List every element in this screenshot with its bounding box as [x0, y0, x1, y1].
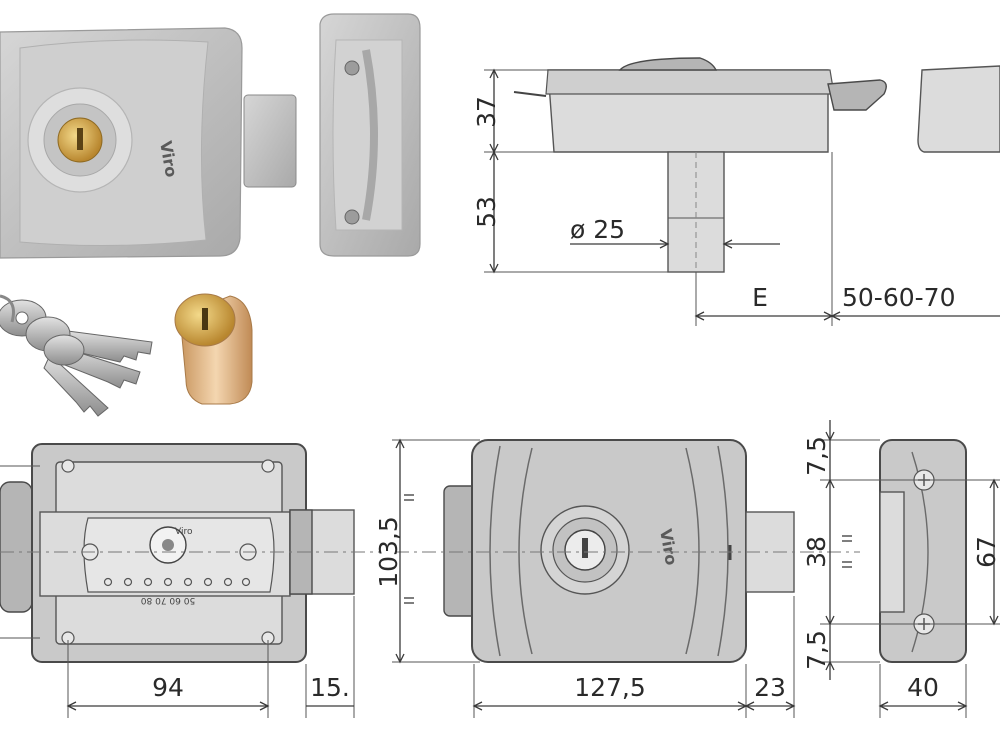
- front-view-left-handle: [0, 481, 33, 613]
- keeper-dim-ticks: [842, 535, 852, 568]
- front-view-screw-tl: [61, 459, 75, 473]
- dim-body-height: 103,5: [374, 516, 403, 588]
- side-dim-arrow-top: [489, 68, 499, 79]
- side-dim-diameter-arrow-right: [722, 239, 733, 249]
- front-view-cam-center: [162, 539, 174, 551]
- dim-offset-e: E: [752, 283, 768, 312]
- dim-front-bolt: 15.: [310, 673, 350, 702]
- dim-backset-options: 50-60-70: [842, 283, 955, 312]
- dim-body-width: 127,5: [574, 673, 646, 702]
- keeper-photo-screw-top: [344, 60, 360, 76]
- front-view-screw-tr: [261, 459, 275, 473]
- dim-keeper-center: 38: [802, 536, 831, 568]
- keeper-view: 7,5 38 7,5 67 40: [802, 420, 1000, 718]
- side-dim-arrow-mid: [489, 143, 499, 161]
- keeper-dim-width-arrows: [878, 701, 968, 711]
- dim-keeper-bottom-margin: 7,5: [802, 630, 831, 670]
- lock-photo: Viro: [0, 27, 297, 259]
- dim-keeper-width: 40: [907, 673, 939, 702]
- key-ring-hole: [15, 311, 29, 325]
- side-view-top-cap: [618, 57, 718, 71]
- rear-view-contour-3: [685, 447, 700, 655]
- key-blade-3: [43, 354, 109, 417]
- keys-photo: [0, 294, 153, 417]
- keeper-photo-screw-bottom: [344, 209, 360, 225]
- front-view-hole-row: [103, 577, 251, 587]
- keeper-photo-face: [332, 39, 403, 231]
- cylinder-photo: [174, 293, 253, 405]
- side-dim-diameter-arrow-left: [659, 239, 670, 249]
- key-ring: [0, 294, 15, 323]
- side-view-keeper: [917, 65, 1000, 153]
- dim-front-width: 94: [152, 673, 184, 702]
- dim-side-height-bottom: 53: [472, 196, 501, 228]
- rear-view-contour-4: [717, 445, 729, 657]
- lock-photo-bolt: [243, 94, 297, 188]
- side-dim-arrow-e-right: [823, 311, 841, 321]
- front-view-backset-scale: 50 60 70 80: [141, 595, 196, 605]
- dim-keeper-top-margin: 7,5: [802, 436, 831, 476]
- dim-side-height-top: 37: [472, 96, 501, 128]
- dim-bolt-projection: 23: [754, 673, 786, 702]
- key-head-3: [43, 334, 85, 366]
- side-view-pin: [513, 91, 547, 97]
- keeper-dim-height-arrows: [989, 478, 999, 626]
- keeper-photo: [319, 13, 421, 257]
- rear-view-contour-2: [518, 447, 533, 655]
- side-dim-arrow-bottom: [489, 263, 499, 274]
- side-dim-arrow-e-left: [694, 311, 705, 321]
- rear-dim-ticks: [404, 494, 414, 604]
- rear-dim-width-arrows: [472, 701, 796, 711]
- keeper-photo-channel: [362, 49, 378, 221]
- rear-view-contour-1: [489, 445, 501, 657]
- keeper-dim-vertical-arrows: [825, 431, 835, 671]
- dim-keeper-height: 67: [972, 536, 1000, 568]
- dim-bolt-diameter: ø 25: [570, 215, 625, 244]
- front-view-brand: Viro: [175, 527, 193, 537]
- rear-view-keyway: [582, 538, 588, 558]
- cylinder-photo-keyway: [202, 308, 208, 330]
- rear-view: Viro 103,5 127,5 23: [374, 438, 860, 718]
- side-view: 37 53 ø 25 E 50-60-70: [472, 57, 1000, 326]
- rear-dim-height-arrows: [395, 438, 405, 664]
- keeper-view-slot: [879, 491, 905, 613]
- lock-photo-keyway: [77, 128, 83, 150]
- front-dim-width-arrows: [66, 701, 270, 711]
- side-view-top-plate: [545, 69, 835, 95]
- side-view-latch: [827, 79, 887, 111]
- front-view: 50 60 70 80 Viro 94 15.: [0, 443, 380, 718]
